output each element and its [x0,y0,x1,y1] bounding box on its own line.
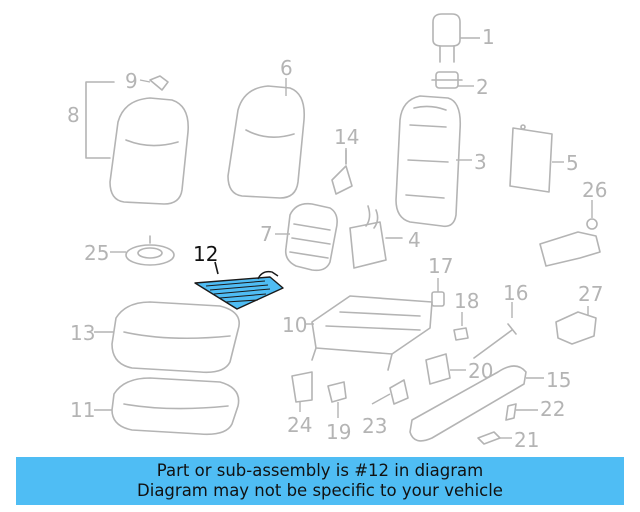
part-12-highlighted [194,261,284,310]
seatback-frame-part [395,95,462,228]
label-22: 22 [540,397,566,421]
label-7: 7 [260,222,273,246]
label-2: 2 [476,75,489,99]
bracket-part [349,205,403,269]
part-19 [327,381,347,403]
label-25: 25 [84,241,110,265]
label-9: 9 [125,69,138,93]
label-5: 5 [566,151,579,175]
part-18 [453,327,469,341]
banner-line-1: Part or sub-assembly is #12 in diagram [156,461,484,480]
speaker-part [125,235,175,266]
motor-part [539,218,601,267]
headrest-guide-part [431,71,463,89]
label-10: 10 [282,313,308,337]
clip-part [149,75,169,91]
label-14: 14 [334,125,360,149]
seatback-cover-2-part [85,81,189,205]
label-1: 1 [482,25,495,49]
leader-lines [94,37,593,439]
part-20 [425,353,451,385]
label-16: 16 [503,281,529,305]
label-26: 26 [582,178,608,202]
label-17: 17 [428,254,454,278]
info-banner: Part or sub-assembly is #12 in diagram D… [16,457,624,505]
part-27 [555,311,597,345]
seatback-cover-part [227,85,306,199]
label-4: 4 [408,228,421,252]
headrest-part [432,13,461,63]
label-23: 23 [362,414,388,438]
label-3: 3 [474,150,487,174]
label-15: 15 [546,368,572,392]
label-6: 6 [280,56,293,80]
label-18: 18 [454,289,480,313]
side-shield-part [409,365,527,442]
part-23 [389,379,409,405]
label-11: 11 [70,398,96,422]
parts-diagram [85,13,601,445]
label-13: 13 [70,321,96,345]
label-12: 12 [193,242,219,266]
label-21: 21 [514,428,540,452]
seat-frame-part [311,295,433,371]
part-16 [473,323,517,359]
label-8: 8 [67,103,80,127]
part-24 [291,371,313,403]
seatback-panel-part [509,124,553,193]
part-22 [505,403,517,421]
cushion-cover-part [111,301,240,374]
label-27: 27 [578,282,604,306]
label-24: 24 [287,413,313,437]
banner-line-2: Diagram may not be specific to your vehi… [137,481,503,500]
lumbar-part [284,202,338,272]
cushion-pad-part [111,377,240,436]
label-19: 19 [326,420,352,444]
label-20: 20 [468,359,494,383]
